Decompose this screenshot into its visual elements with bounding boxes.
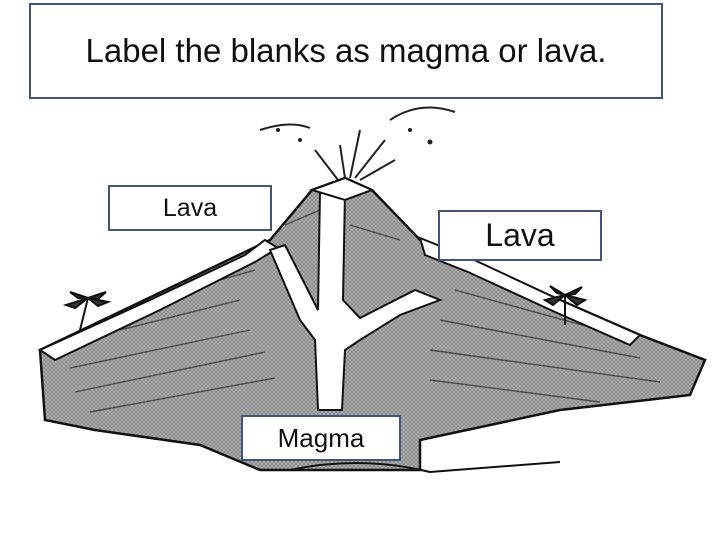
page-title: Label the blanks as magma or lava. — [85, 31, 607, 69]
label-text-lava-left: Lava — [162, 193, 218, 222]
crater — [308, 176, 375, 202]
label-text-magma: Magma — [277, 422, 365, 453]
magma-conduit — [268, 188, 443, 411]
ground-line — [289, 461, 561, 474]
label-box-magma[interactable]: Magma — [241, 415, 401, 461]
label-text-lava-right: Lava — [485, 217, 555, 253]
label-box-lava-left[interactable]: Lava — [108, 185, 272, 231]
label-box-lava-right[interactable]: Lava — [438, 210, 602, 261]
ash-particles — [276, 128, 433, 145]
eruption-plume — [259, 106, 456, 181]
title-box: Label the blanks as magma or lava. — [29, 3, 663, 99]
palm-tree-left — [62, 291, 112, 331]
palm-tree-right — [542, 285, 588, 325]
